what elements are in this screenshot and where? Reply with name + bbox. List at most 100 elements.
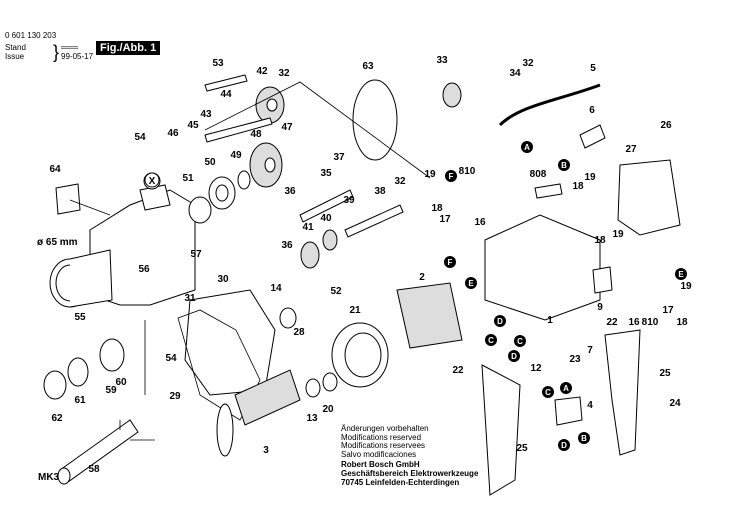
svg-text:D: D bbox=[497, 317, 503, 326]
sticker-808 bbox=[534, 183, 563, 199]
part-label-39: 39 bbox=[343, 195, 355, 206]
part-label-23: 23 bbox=[569, 354, 581, 365]
connector-bubble-b: B bbox=[578, 432, 590, 444]
part-label-63: 63 bbox=[362, 61, 374, 72]
note-line: Änderungen vorbehalten bbox=[341, 424, 429, 433]
gasket-31 bbox=[177, 309, 261, 421]
part-label-42: 42 bbox=[256, 66, 268, 77]
gear-41 bbox=[300, 241, 320, 269]
connector-bubble-f: F bbox=[444, 256, 456, 268]
ring-51 bbox=[188, 196, 212, 224]
part-label-3: 3 bbox=[263, 445, 269, 456]
handle-half-22-right bbox=[604, 329, 641, 456]
part-label-1: 1 bbox=[547, 315, 553, 326]
part-label-17: 17 bbox=[439, 214, 451, 225]
cover-plate-63 bbox=[352, 79, 398, 161]
part-label-36: 36 bbox=[284, 186, 296, 197]
part-label-18: 18 bbox=[676, 317, 688, 328]
part-label-48: 48 bbox=[250, 129, 262, 140]
part-label-19: 19 bbox=[612, 229, 624, 240]
note-line: Modifications reservees bbox=[341, 441, 426, 451]
part-label-45: 45 bbox=[187, 120, 199, 131]
part-label-59: 59 bbox=[105, 385, 117, 396]
part-label-64: 64 bbox=[49, 164, 61, 175]
ring-62 bbox=[43, 370, 67, 400]
part-label-810: 810 bbox=[459, 166, 476, 177]
part-label-28: 28 bbox=[293, 327, 305, 338]
part-label-17: 17 bbox=[662, 305, 674, 316]
part-label-55: 55 bbox=[74, 312, 86, 323]
spindle-58 bbox=[57, 419, 139, 485]
part-label-9: 9 bbox=[597, 302, 603, 313]
stand-label: Stand bbox=[5, 43, 26, 52]
part-number: 0 601 130 203 bbox=[5, 31, 57, 40]
part-label-19: 19 bbox=[424, 169, 436, 180]
part-label-30: 30 bbox=[217, 274, 229, 285]
detail-x-label: X bbox=[149, 176, 156, 187]
connector-bubble-e: E bbox=[675, 268, 687, 280]
part-label-25: 25 bbox=[516, 443, 528, 454]
part-label-32: 32 bbox=[394, 176, 406, 187]
ring-49 bbox=[237, 170, 251, 190]
part-label-16: 16 bbox=[628, 317, 640, 328]
part-label-51: 51 bbox=[182, 173, 194, 184]
part-label-12: 12 bbox=[530, 363, 542, 374]
part-label-25: 25 bbox=[659, 368, 671, 379]
connector-bubble-a: A bbox=[521, 141, 533, 153]
part-label-47: 47 bbox=[281, 122, 293, 133]
connector-bubble-e: E bbox=[465, 277, 477, 289]
notes-block: Änderungen vorbehalten Modifications res… bbox=[341, 424, 478, 487]
ring-20 bbox=[322, 372, 338, 392]
part-label-46: 46 bbox=[167, 128, 179, 139]
bearing-60 bbox=[99, 338, 125, 372]
brace: } bbox=[53, 42, 60, 62]
part-label-18: 18 bbox=[431, 203, 443, 214]
svg-text:C: C bbox=[517, 337, 523, 346]
note-line: Modifications reserved bbox=[341, 432, 422, 442]
detail-x-marker bbox=[144, 172, 160, 188]
part-label-34: 34 bbox=[509, 68, 521, 79]
diameter-annotation: ø 65 mm bbox=[37, 237, 78, 248]
flange-30 bbox=[184, 289, 276, 396]
gear-33 bbox=[442, 82, 462, 108]
issue-date: 99-05-17 bbox=[61, 52, 94, 61]
part-label-32: 32 bbox=[278, 68, 290, 79]
stator-2 bbox=[396, 282, 463, 349]
pin-53 bbox=[204, 74, 248, 92]
part-label-2: 2 bbox=[419, 272, 425, 283]
label-sticker-64 bbox=[55, 183, 111, 216]
part-label-56: 56 bbox=[138, 264, 150, 275]
part-label-22: 22 bbox=[606, 317, 618, 328]
part-label-13: 13 bbox=[306, 413, 318, 424]
part-label-37: 37 bbox=[333, 152, 345, 163]
stand-value: ═══ bbox=[61, 43, 79, 52]
armature-3 bbox=[216, 369, 301, 457]
part-label-53: 53 bbox=[212, 58, 224, 69]
ring-61 bbox=[67, 357, 89, 387]
gear-48 bbox=[249, 142, 283, 188]
part-label-6: 6 bbox=[589, 105, 595, 116]
connector-bubble-c: C bbox=[542, 386, 554, 398]
taper-annotation: MK3 bbox=[38, 472, 60, 483]
part-label-808: 808 bbox=[530, 169, 547, 180]
svg-text:E: E bbox=[468, 279, 474, 288]
part-label-58: 58 bbox=[88, 464, 100, 475]
part-label-44: 44 bbox=[220, 89, 232, 100]
issue-label: Issue bbox=[5, 52, 25, 61]
part-label-49: 49 bbox=[230, 150, 242, 161]
part-label-16: 16 bbox=[474, 217, 486, 228]
part-label-22: 22 bbox=[452, 365, 464, 376]
part-label-4: 4 bbox=[587, 400, 593, 411]
switch-4 bbox=[554, 396, 583, 426]
gear-40 bbox=[322, 229, 338, 251]
svg-text:C: C bbox=[545, 388, 551, 397]
svg-text:E: E bbox=[678, 270, 684, 279]
part-label-41: 41 bbox=[302, 222, 314, 233]
motor-housing-1 bbox=[484, 214, 601, 321]
connector-bubble-d: D bbox=[494, 315, 506, 327]
end-cap-27 bbox=[617, 159, 681, 236]
part-label-5: 5 bbox=[590, 63, 596, 74]
svg-text:C: C bbox=[488, 336, 494, 345]
svg-text:D: D bbox=[511, 352, 517, 361]
